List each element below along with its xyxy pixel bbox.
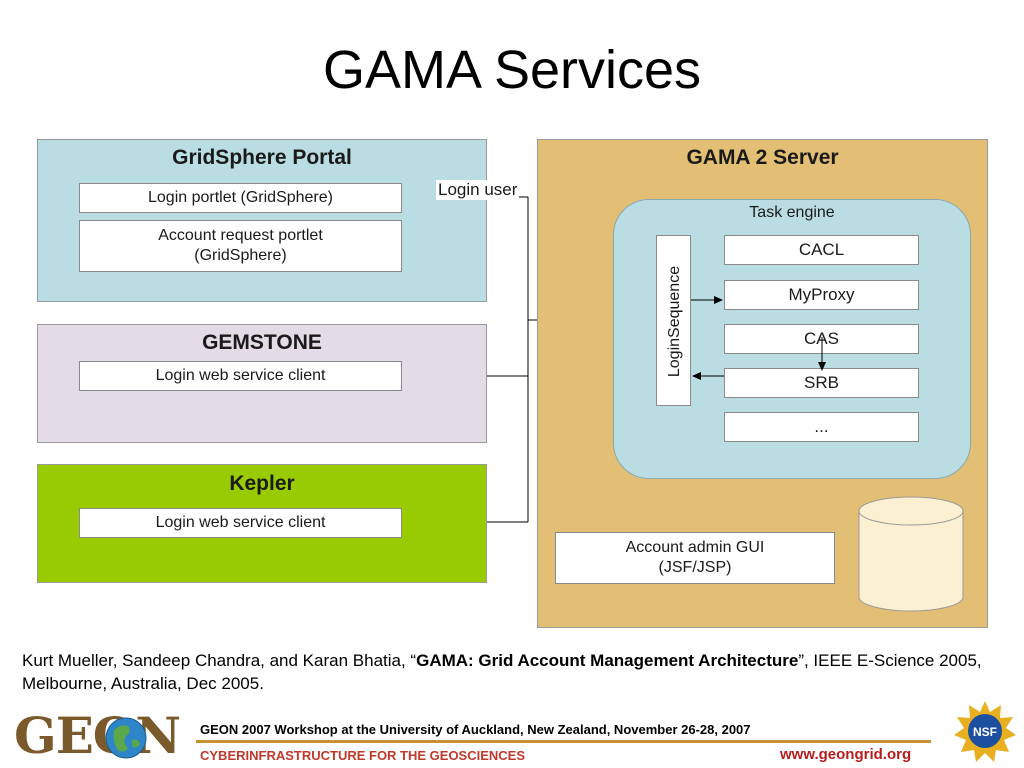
- nsf-logo-text: NSF: [973, 725, 997, 739]
- kepler-title: Kepler: [229, 472, 295, 495]
- citation-rest: ”, IEEE E-Science 2005, Melbourne, Austr…: [22, 651, 982, 693]
- footer-workshop: GEON 2007 Workshop at the University of …: [200, 722, 751, 737]
- database-icon: [858, 496, 964, 612]
- citation-authors: Kurt Mueller, Sandeep Chandra, and Karan…: [22, 651, 417, 670]
- nsf-logo-icon: NSF: [954, 701, 1016, 762]
- gemstone-login-client-box: Login web service client: [79, 361, 402, 391]
- gama-server-title: GAMA 2 Server: [686, 146, 839, 169]
- login-user-label: Login user: [436, 180, 520, 200]
- service-more: ...: [724, 412, 919, 442]
- citation: Kurt Mueller, Sandeep Chandra, and Karan…: [22, 649, 1012, 695]
- gemstone-title: GEMSTONE: [202, 331, 322, 354]
- account-admin-line2: (JSF/JSP): [658, 559, 732, 576]
- account-request-portlet-box: Account request portlet (GridSphere): [79, 220, 402, 272]
- footer-url-link[interactable]: www.geongrid.org: [780, 746, 912, 763]
- service-cacl: CACL: [724, 235, 919, 265]
- geon-logo-text: GEON: [14, 706, 181, 765]
- login-portlet-box: Login portlet (GridSphere): [79, 183, 402, 213]
- account-admin-gui-box: Account admin GUI (JSF/JSP): [555, 532, 835, 584]
- account-request-line1: Account request portlet: [158, 227, 323, 244]
- footer-divider: [196, 740, 931, 743]
- login-sequence-box: LoginSequence: [656, 235, 691, 406]
- service-myproxy: MyProxy: [724, 280, 919, 310]
- geon-logo: GEON: [14, 706, 181, 766]
- citation-paper-title: GAMA: Grid Account Management Architectu…: [416, 651, 799, 670]
- account-request-line2: (GridSphere): [194, 247, 287, 264]
- gridsphere-portal-title: GridSphere Portal: [172, 146, 352, 169]
- footer-tagline: CYBERINFRASTRUCTURE FOR THE GEOSCIENCES: [200, 748, 526, 763]
- kepler-login-client-box: Login web service client: [79, 508, 402, 538]
- task-engine-title: Task engine: [749, 204, 835, 221]
- service-srb: SRB: [724, 368, 919, 398]
- account-admin-line1: Account admin GUI: [625, 539, 765, 556]
- globe-icon: [105, 717, 147, 759]
- slide-title: GAMA Services: [322, 40, 702, 100]
